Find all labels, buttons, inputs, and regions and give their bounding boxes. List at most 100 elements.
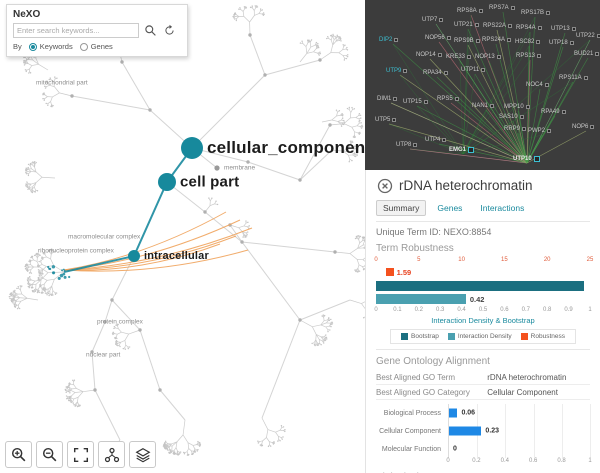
tree-node-cellular_component[interactable] — [181, 137, 203, 159]
network-node-RPS13[interactable]: RPS13 — [516, 53, 542, 59]
network-node-RRP9[interactable]: RRP9 — [504, 126, 527, 132]
network-node-dot — [508, 24, 513, 28]
network-node-NOC4[interactable]: NOC4 — [526, 82, 549, 88]
fit-to-screen-button[interactable] — [67, 441, 94, 468]
network-node-RPS7A[interactable]: RPS7A — [489, 5, 515, 11]
network-node-dot — [536, 40, 541, 44]
network-node-UTP9[interactable]: UTP9 — [386, 68, 408, 74]
axis-tick: 25 — [586, 257, 594, 263]
axis-tick: 0.8 — [557, 458, 566, 464]
network-node-label: UTP11 — [461, 67, 480, 73]
network-node-UTP7[interactable]: UTP7 — [422, 17, 444, 23]
subnetwork-edges — [388, 11, 591, 164]
network-node-RPS22A[interactable]: RPS22A — [483, 23, 513, 29]
close-icon[interactable] — [376, 177, 393, 194]
network-node-SAS10[interactable]: SAS10 — [499, 114, 524, 120]
network-node-label: RPS9B — [454, 38, 474, 44]
network-node-UTP21[interactable]: UTP21 — [454, 22, 479, 28]
legend-item-robustness: Robustness — [520, 333, 565, 340]
search-icon[interactable] — [142, 23, 158, 38]
tab-summary[interactable]: Summary — [376, 200, 427, 216]
tab-interactions[interactable]: Interactions — [480, 203, 525, 213]
network-node-UTP5[interactable]: UTP5 — [375, 117, 397, 123]
zoom-out-button[interactable] — [36, 441, 63, 468]
network-node-RPS8A[interactable]: RPS8A — [457, 8, 483, 14]
network-node-RPA49[interactable]: RPA49 — [541, 109, 566, 115]
interaction-density-value-label: 0.42 — [469, 295, 485, 304]
tree-branch-label: protein complex — [97, 318, 143, 326]
network-node-KRE33[interactable]: KRE33 — [446, 54, 472, 60]
selected-path — [63, 147, 193, 273]
network-node-RPS9B[interactable]: RPS9B — [454, 38, 480, 44]
network-node-PWP2[interactable]: PWP2 — [528, 128, 552, 134]
gridline — [505, 404, 507, 422]
go-chart-track: 0.23 — [448, 422, 591, 440]
network-node-RPA34[interactable]: RPA34 — [423, 70, 448, 76]
network-node-dot — [454, 97, 459, 101]
axis-tick: 0.4 — [500, 458, 509, 464]
bootstrap-bar — [376, 281, 584, 291]
network-node-label: RPS24A — [482, 37, 506, 43]
network-node-UTP4[interactable]: UTP4 — [425, 137, 447, 143]
network-node-EMG1[interactable]: EMG1 — [449, 147, 475, 153]
gridline — [561, 422, 563, 440]
network-node-dot — [403, 69, 408, 73]
layers-button[interactable] — [129, 441, 156, 468]
orange-cross-edge — [63, 227, 253, 271]
tree-branch-label: mitochondrial part — [36, 79, 88, 87]
network-node-dot — [547, 129, 552, 133]
term-robustness-heading: Term Robustness — [376, 243, 454, 254]
network-node-label: RRP9 — [504, 126, 521, 132]
legend-swatch — [401, 333, 408, 340]
network-node-dot — [481, 68, 486, 72]
network-node-NAN1[interactable]: NAN1 — [472, 103, 495, 109]
network-node-RPS4A[interactable]: RPS4A — [516, 25, 542, 31]
network-node-RPS5[interactable]: RPS5 — [437, 96, 459, 102]
network-node-UTP15[interactable]: UTP15 — [403, 99, 428, 105]
network-node-UTP10[interactable]: UTP10 — [513, 156, 540, 162]
gridline — [477, 404, 479, 422]
network-node-NOP13[interactable]: NOP13 — [475, 54, 501, 60]
network-node-RPS24A[interactable]: RPS24A — [482, 37, 512, 43]
orange-cross-edge — [63, 243, 221, 271]
network-node-dot — [569, 41, 574, 45]
search-input[interactable] — [13, 23, 139, 38]
tab-genes[interactable]: Genes — [437, 203, 463, 213]
network-node-HSC82[interactable]: HSC82 — [515, 39, 541, 45]
reset-icon[interactable] — [161, 23, 177, 38]
axis-tick: 15 — [501, 257, 508, 263]
network-node-label: UTP5 — [375, 117, 391, 123]
zoom-in-button[interactable] — [5, 441, 32, 468]
network-node-DIP2[interactable]: DIP2 — [379, 37, 399, 43]
network-node-dot — [561, 110, 566, 114]
tree-node-cell-part[interactable] — [158, 173, 176, 191]
radio-keywords[interactable]: Keywords — [28, 42, 73, 51]
radio-keywords-control[interactable] — [28, 42, 37, 51]
network-node-BUD21[interactable]: BUD21 — [574, 51, 600, 57]
network-node-DIM1[interactable]: DIM1 — [377, 96, 398, 102]
radio-keywords-label: Keywords — [39, 42, 73, 51]
network-node-UTP13[interactable]: UTP13 — [551, 26, 576, 32]
search-by-label: By — [13, 42, 22, 51]
axis-tick: 20 — [543, 257, 551, 263]
network-node-MPP10[interactable]: MPP10 — [504, 104, 530, 110]
network-node-NOP14[interactable]: NOP14 — [416, 52, 442, 58]
network-node-UTP8[interactable]: UTP8 — [396, 142, 418, 148]
gridline — [477, 440, 479, 458]
network-node-label: UTP10 — [513, 156, 532, 162]
network-node-NOP56[interactable]: NOP56 — [425, 35, 451, 41]
expand-tree-button[interactable] — [98, 441, 125, 468]
network-node-UTP18[interactable]: UTP18 — [549, 40, 574, 46]
radio-genes-control[interactable] — [79, 42, 88, 51]
network-node-RPS11A[interactable]: RPS11A — [559, 75, 588, 81]
network-node-NOP6[interactable]: NOP6 — [572, 124, 595, 130]
radio-genes[interactable]: Genes — [79, 42, 113, 51]
network-node-UTP11[interactable]: UTP11 — [461, 67, 486, 73]
network-node-RPS17B[interactable]: RPS17B — [521, 10, 551, 16]
tree-node-intracellular[interactable] — [128, 250, 140, 262]
network-node-UTP22[interactable]: UTP22 — [576, 33, 600, 39]
